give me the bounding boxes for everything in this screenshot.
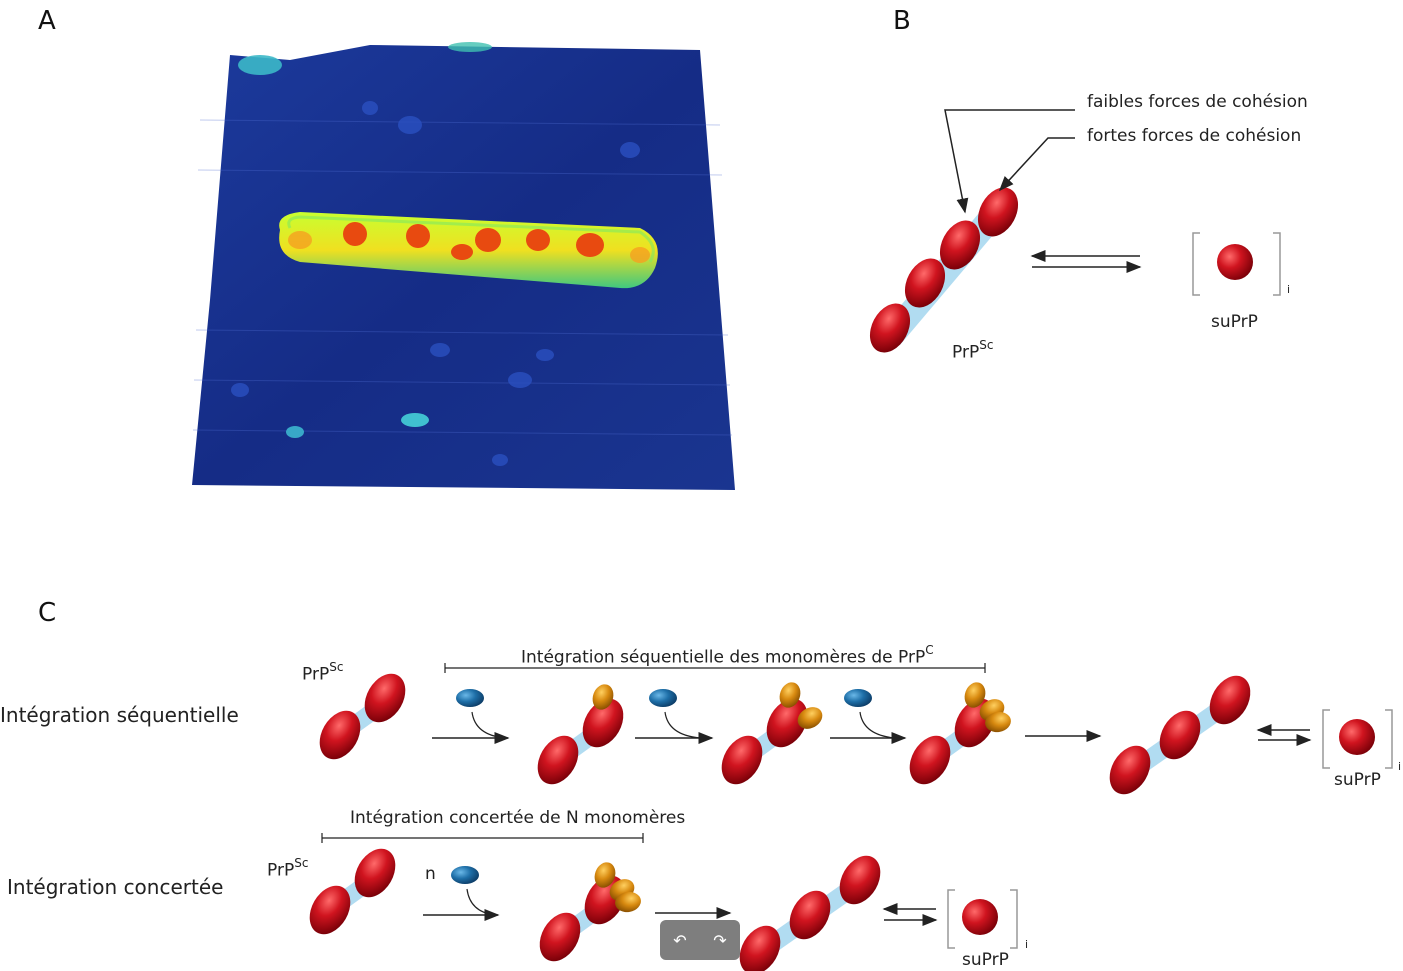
afm-image [192,42,735,490]
row1-trimer [1101,668,1258,801]
panel-letter-a: A [38,6,56,36]
row2-n-label: n [425,864,436,884]
equilibrium-arrows-row1 [1256,724,1312,746]
equilibrium-arrows-row2 [882,903,938,926]
rotate-toolbar[interactable]: ↶ ↷ [660,920,740,960]
monomer-b [1217,244,1253,280]
row1-step3 [830,679,1013,791]
monomer-bracket-row2 [947,889,1018,949]
row1-label: Intégration séquentielle [0,703,239,727]
row1-step1 [432,681,632,791]
panel-letter-b: B [893,6,911,36]
row2-suprp-label: suPrP [962,950,1009,970]
panel-letter-c: C [38,598,57,628]
row1-prpsc-label: PrPSc [302,660,344,685]
row1-suprp-label: suPrP [1334,770,1381,790]
row1-step2 [635,679,827,791]
row2-bracket [321,833,644,843]
row2-dimer-start [301,841,403,941]
label-strong-cohesion: fortes forces de cohésion [1087,126,1302,146]
row1-index-i: i [1398,760,1402,773]
pointer-lines [944,109,1075,214]
panel-b-fibril [861,180,1027,360]
row2-step1 [423,859,643,968]
rotate-right-icon[interactable]: ↷ [713,930,727,950]
rotate-left-icon[interactable]: ↶ [673,930,687,950]
label-weak-cohesion: faibles forces de cohésion [1087,92,1308,112]
row2-bracket-label: Intégration concertée de N monomères [350,808,686,828]
row2-index-i: i [1025,938,1029,951]
monomer-row2 [962,899,998,935]
monomer-bracket-b [1192,232,1281,296]
index-i-b: i [1287,283,1291,296]
row2-prpsc-label: PrPSc [267,856,309,881]
label-prpsc-b: PrPSc [952,338,994,363]
row1-bracket-label: Intégration séquentielle des monomères d… [521,643,934,668]
row1-bracket [444,663,986,673]
monomer-bracket-row1 [1322,709,1393,769]
equilibrium-arrows-b [1030,250,1142,273]
label-suprp-b: suPrP [1211,312,1258,332]
row2-label: Intégration concertée [7,875,224,899]
row2-trimer [731,848,888,971]
monomer-row1 [1339,719,1375,755]
